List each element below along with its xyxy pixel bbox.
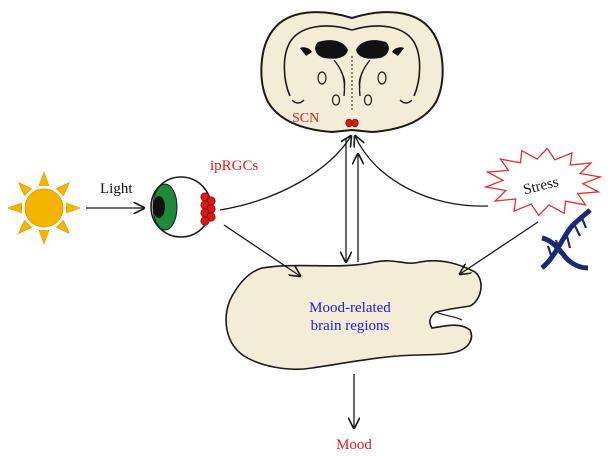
mood-region-label-line1: Mood-related [309,300,391,316]
brain-coronal-section [260,11,444,134]
dna-icon [540,208,592,271]
iprgcs-label: ipRGCs [210,158,259,174]
sun-icon [7,171,81,245]
light-label: Light [100,181,133,197]
sun-ray [17,181,33,197]
sun-ray [17,219,33,235]
sun-ray [55,219,71,235]
arrows [219,136,539,428]
scn-nuclei [345,118,359,128]
sun-ray [38,230,50,245]
sun-ray [66,202,81,214]
scn-label: SCN [292,111,319,126]
arrow-eye-to-scn [219,136,351,211]
arrow-eye-to-mood-regions [223,224,300,276]
mood-label: Mood [336,437,372,453]
eye-icon [150,176,216,238]
stress-burst [483,147,603,217]
brain-sagittal-section [225,259,482,371]
arrow-stress-to-mood-regions [460,221,539,274]
sun-ray [55,181,71,197]
sun-ray [7,202,22,214]
arrow-stress-to-scn [355,136,489,207]
mood-region-label-line2: brain regions [311,318,390,334]
iprgc-cells [200,192,216,226]
sun-ray [38,171,50,186]
